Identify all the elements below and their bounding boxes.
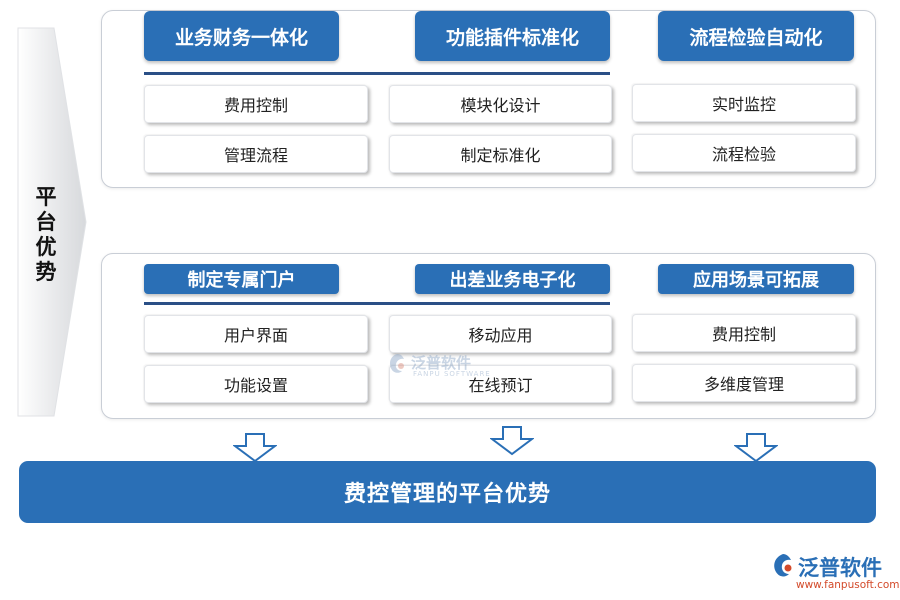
side-chevron-arrow-icon: [17, 27, 87, 417]
feature-cell: 功能设置: [144, 365, 368, 403]
header-finance-integration: 业务财务一体化: [144, 11, 339, 61]
fanpu-logo: 泛普软件 www.fanpusoft.com: [770, 552, 900, 596]
watermark: 泛普软件 FANPU SOFTWARE: [385, 352, 490, 380]
header-plugin-standardization: 功能插件标准化: [415, 11, 610, 61]
watermark-sub: FANPU SOFTWARE: [413, 370, 491, 378]
down-arrow-icon: [490, 426, 534, 456]
logo-name: 泛普软件: [798, 556, 882, 580]
feature-cell: 费用控制: [632, 314, 856, 352]
feature-cell: 多维度管理: [632, 364, 856, 402]
side-char: 平: [35, 184, 57, 209]
feature-cell: 在线预订: [389, 365, 612, 403]
feature-cell: 用户界面: [144, 315, 368, 353]
down-arrow-icon: [734, 433, 778, 463]
feature-cell: 模块化设计: [389, 85, 612, 123]
down-arrow-icon: [233, 433, 277, 463]
side-char: 优: [35, 234, 57, 259]
summary-banner: 费控管理的平台优势: [19, 461, 876, 523]
fanpu-logo-icon: [774, 554, 792, 577]
header-travel-digitization: 出差业务电子化: [415, 264, 610, 294]
header-process-automation: 流程检验自动化: [658, 11, 854, 61]
side-char: 势: [35, 259, 57, 284]
fanpu-watermark-icon: [389, 354, 404, 373]
header-divider: [144, 302, 610, 305]
feature-cell: 费用控制: [144, 85, 368, 123]
header-divider: [144, 72, 610, 75]
watermark-name: 泛普软件: [411, 354, 472, 372]
header-exclusive-portal: 制定专属门户: [144, 264, 339, 294]
feature-cell: 实时监控: [632, 84, 856, 122]
logo-url[interactable]: www.fanpusoft.com: [796, 579, 900, 591]
feature-cell: 管理流程: [144, 135, 368, 173]
side-title: 平 台 优 势: [26, 184, 66, 284]
feature-cell: 制定标准化: [389, 135, 612, 173]
feature-cell: 移动应用: [389, 315, 612, 353]
feature-cell: 流程检验: [632, 134, 856, 172]
header-extensible-scenarios: 应用场景可拓展: [658, 264, 854, 294]
side-char: 台: [35, 209, 57, 234]
